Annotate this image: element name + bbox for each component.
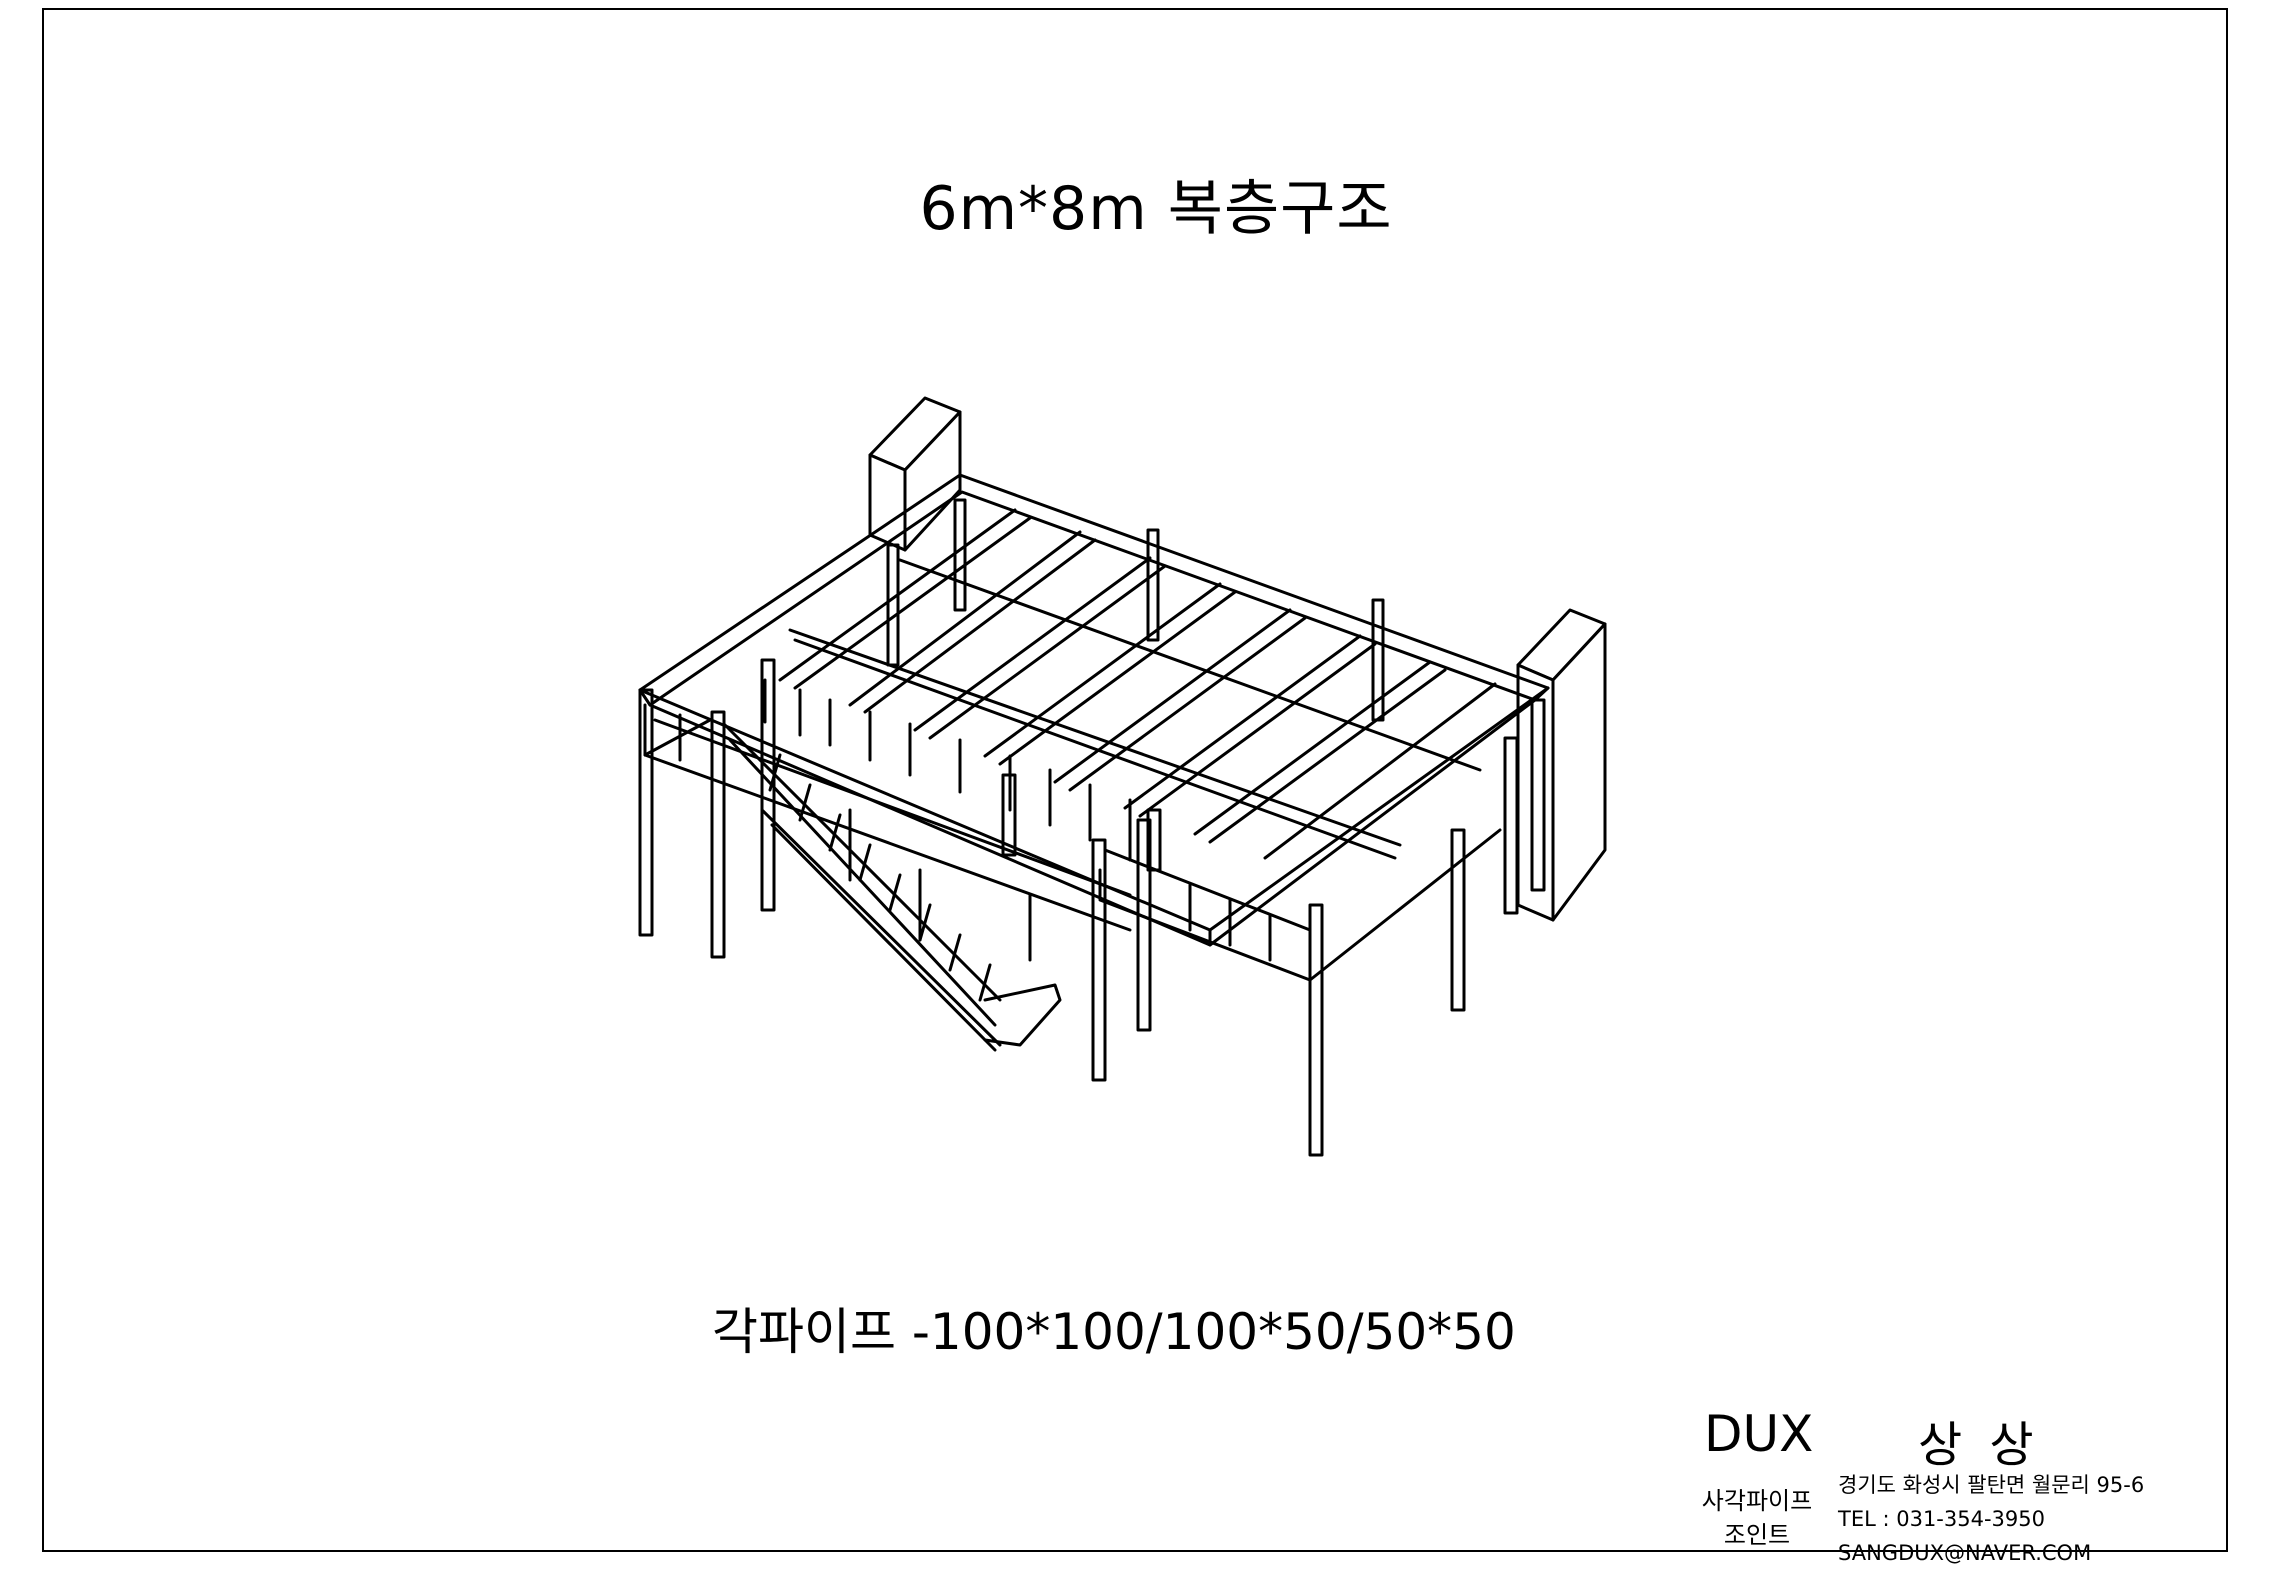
contact-info: 경기도 화성시 팔탄면 월문리 95-6 TEL : 031-354-3950 … bbox=[1838, 1468, 2144, 1570]
support-columns bbox=[638, 498, 1546, 1157]
staircase bbox=[723, 723, 1062, 1052]
brand-logo-text: DUX bbox=[1704, 1405, 1814, 1463]
floor-joists bbox=[778, 508, 1497, 860]
pipe-spec-note: 각파이프 -100*100/100*50/50*50 bbox=[712, 1303, 1516, 1361]
left-wall-block bbox=[868, 396, 962, 552]
product-line-2: 조인트 bbox=[1723, 1521, 1791, 1549]
left-railing bbox=[643, 678, 1132, 932]
drawing-title: 6m*8m 복층구조 bbox=[919, 174, 1393, 244]
address-text: 경기도 화성시 팔탄면 월문리 95-6 bbox=[1838, 1473, 2145, 1497]
main-beams bbox=[788, 558, 1482, 860]
tel-text: TEL : 031-354-3950 bbox=[1838, 1507, 2045, 1531]
company-name: 상 상 bbox=[1918, 1417, 2040, 1473]
drawing-border bbox=[42, 8, 2228, 1552]
product-line-1: 사각파이프 bbox=[1701, 1487, 1813, 1515]
product-label: 사각파이프 조인트 bbox=[1692, 1484, 1822, 1552]
email-text: SANGDUX@NAVER.COM bbox=[1838, 1541, 2092, 1565]
front-railing bbox=[1098, 828, 1502, 982]
